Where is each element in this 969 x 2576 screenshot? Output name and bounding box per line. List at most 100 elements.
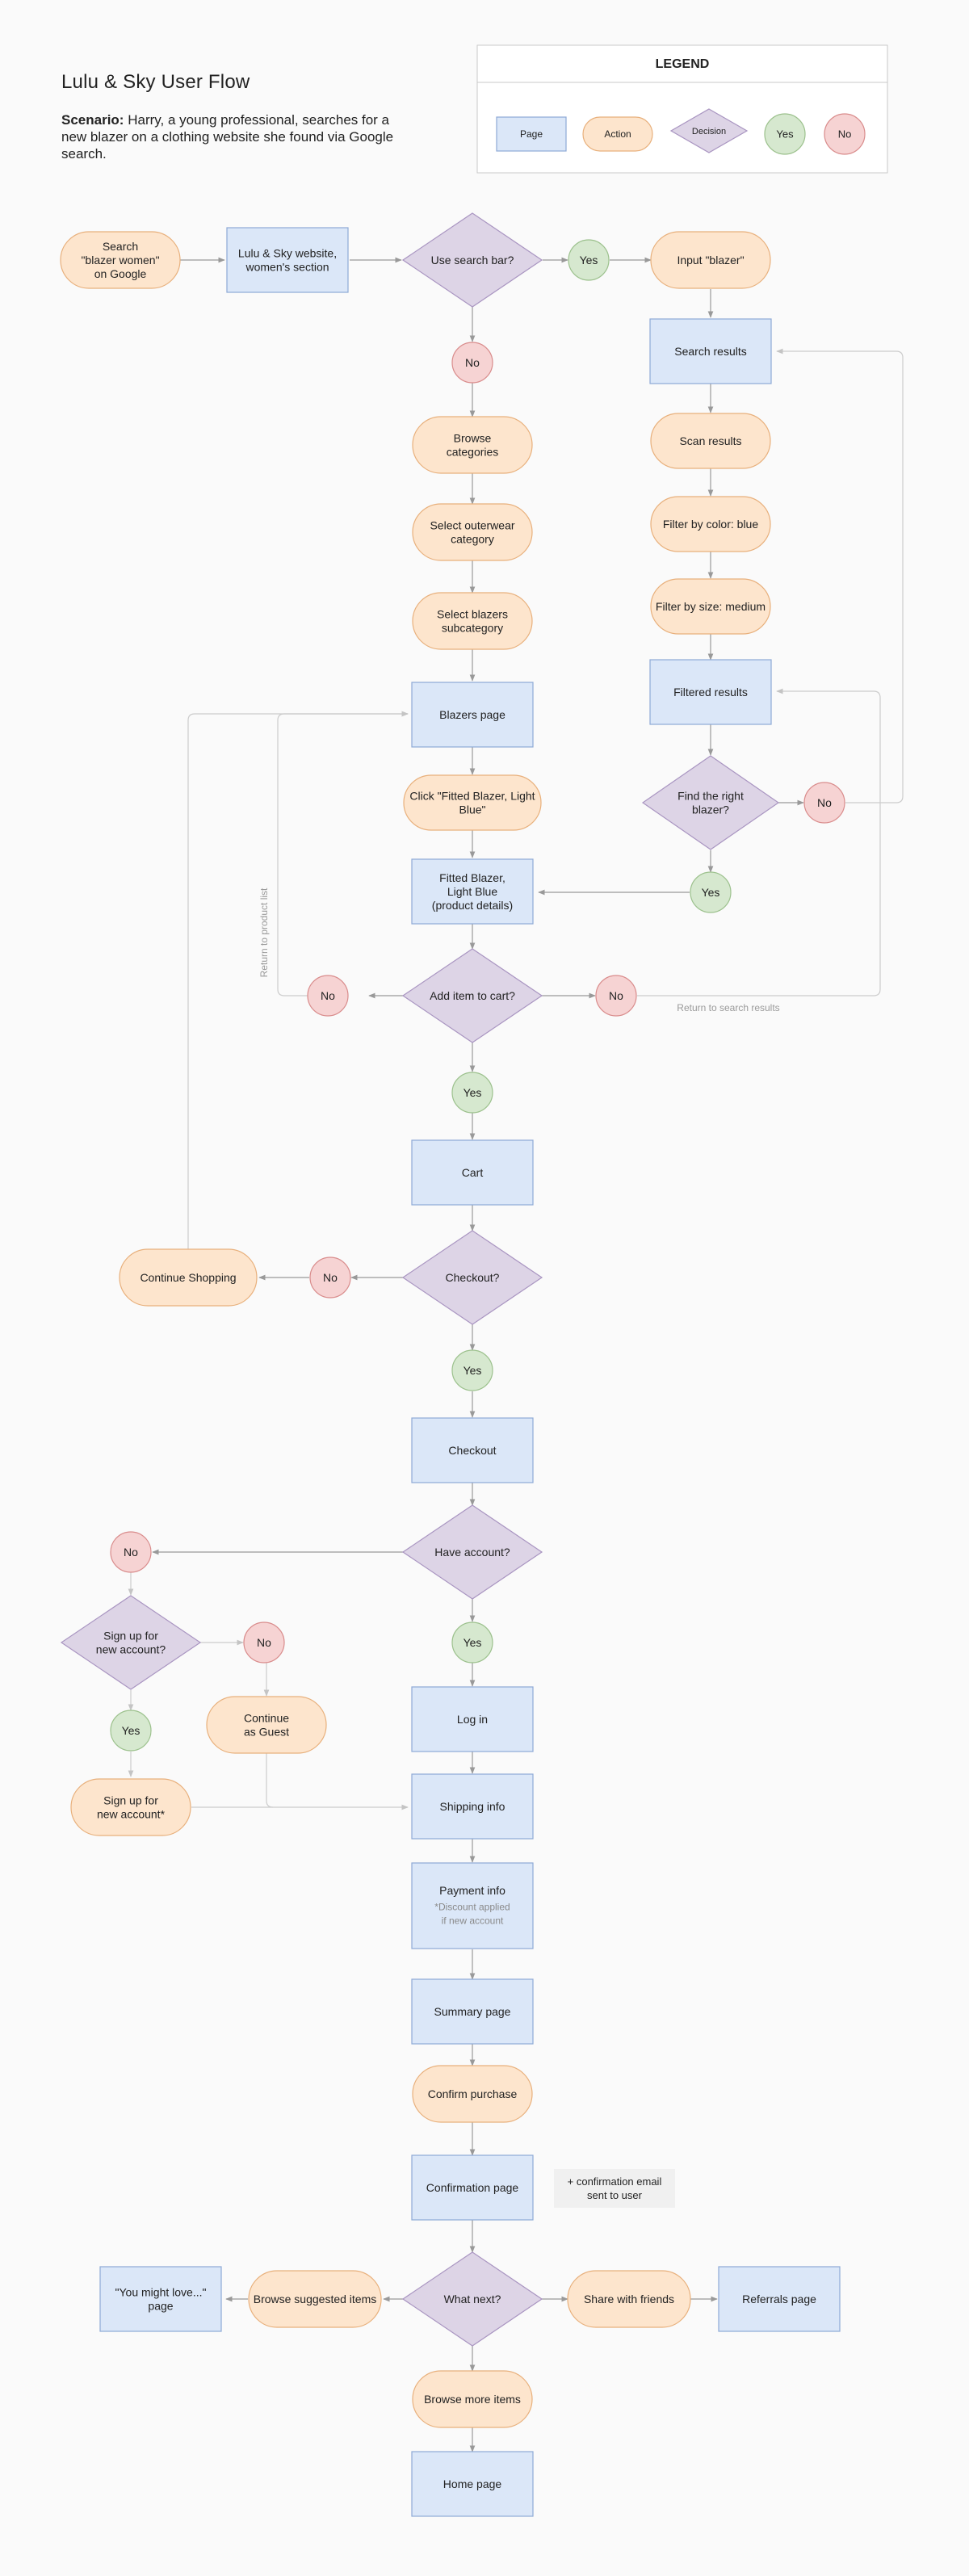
page-log-in: Log in [411,1686,534,1752]
action-input-blazer-shape [650,231,771,289]
legend-yes-label: Yes [776,128,794,141]
arrow-no-right-to-filtered [637,688,881,996]
decision-add-to-cart: Add item to cart? [401,948,543,1043]
decision-add-to-cart-diamond [401,948,543,1043]
legend-box [476,44,888,174]
action-browse-suggested: Browse suggested items [248,2270,382,2328]
legend-no-swatch [824,113,866,155]
page-shipping-info: Shipping info [411,1773,534,1840]
action-scan-results: Scan results [650,413,771,469]
no-checkout-circle [309,1257,351,1298]
page-you-might-love-label: "You might love..."page [115,2285,207,2312]
action-browse-suggested-label: Browse suggested items [254,2293,377,2305]
legend-decision-label: Decision [692,127,726,136]
page-product-details-label: Fitted Blazer,Light Blue(product details… [432,871,513,912]
yes-search-bar: Yes [568,239,610,281]
page-title: Lulu & Sky User Flow [61,71,250,93]
legend-no: No [824,113,866,155]
page-home-box [411,2451,534,2517]
page-payment-info-box [411,1862,534,1949]
page-filtered-results: Filtered results [649,659,772,725]
no-search-bar-label: No [465,356,480,369]
no-sign-up-label: No [257,1636,271,1649]
decision-checkout-label: Checkout? [446,1271,500,1284]
action-browse-more-items-label: Browse more items [424,2393,521,2406]
no-add-to-cart-left-circle [307,975,349,1017]
legend-decision-swatch [669,108,749,153]
page-referrals-box [718,2266,841,2332]
page-shipping-info-box [411,1773,534,1840]
action-select-blazers-shape [412,592,533,650]
arrow-no-left-to-blazers-page [277,711,409,996]
action-share-with-friends-shape [567,2270,691,2328]
page-blazers: Blazers page [411,682,534,748]
page-website: Lulu & Sky website,women's section [226,227,349,293]
page-home-label: Home page [443,2477,502,2490]
scenario-text: Harry, a young professional, searches fo… [61,112,394,162]
page-filtered-results-box [649,659,772,725]
legend-title: LEGEND [656,57,710,71]
no-add-to-cart-right-circle [595,975,637,1017]
page-blazers-box [411,682,534,748]
action-filter-color-shape [650,496,771,552]
page-you-might-love: "You might love..."page [99,2266,222,2332]
page-website-label: Lulu & Sky website,women's section [238,246,337,273]
page-blazers-label: Blazers page [439,708,505,721]
no-have-account: No [110,1531,152,1573]
decision-use-search-bar: Use search bar? [401,212,543,308]
no-right-blazer-label: No [817,796,832,809]
page-checkout-box [411,1417,534,1483]
no-checkout: No [309,1257,351,1298]
page-website-box [226,227,349,293]
no-sign-up-circle [243,1622,285,1663]
legend-action-label: Action [604,128,631,140]
scenario-label: Scenario: [61,112,124,128]
page-product-details: Fitted Blazer,Light Blue(product details… [411,858,534,925]
action-browse-suggested-shape [248,2270,382,2328]
no-search-bar: No [451,342,493,384]
action-confirm-purchase-shape [412,2065,533,2123]
page-summary-box [411,1978,534,2045]
action-confirm-purchase: Confirm purchase [412,2065,533,2123]
action-browse-more-items-shape [412,2370,533,2428]
action-share-with-friends-label: Share with friends [584,2293,674,2305]
decision-have-account: Have account? [401,1504,543,1600]
action-search-google-shape [60,231,181,289]
yes-sign-up-label: Yes [122,1724,141,1737]
page-cart-box [411,1139,534,1206]
decision-sign-up-diamond [60,1595,202,1690]
page-summary-label: Summary page [434,2005,511,2018]
yes-add-to-cart-label: Yes [464,1086,482,1099]
legend-yes: Yes [764,113,806,155]
page-log-in-box [411,1686,534,1752]
decision-right-blazer-diamond [641,755,780,850]
yes-have-account: Yes [451,1622,493,1663]
page-checkout: Checkout [411,1417,534,1483]
legend-no-label: No [838,128,852,141]
legend-page: Page [496,116,567,152]
action-continue-shopping: Continue Shopping [119,1248,258,1307]
decision-use-search-bar-diamond [401,212,543,308]
page-summary: Summary page [411,1978,534,2045]
yes-checkout: Yes [451,1349,493,1391]
page-product-details-box [411,858,534,925]
page-referrals: Referrals page [718,2266,841,2332]
yes-have-account-circle [451,1622,493,1663]
legend-page-swatch [496,116,567,152]
page-payment-info-label: Payment info [439,1884,505,1897]
legend-action: Action [582,116,653,152]
page-filtered-results-label: Filtered results [673,686,748,699]
yes-right-blazer-circle [690,871,732,913]
